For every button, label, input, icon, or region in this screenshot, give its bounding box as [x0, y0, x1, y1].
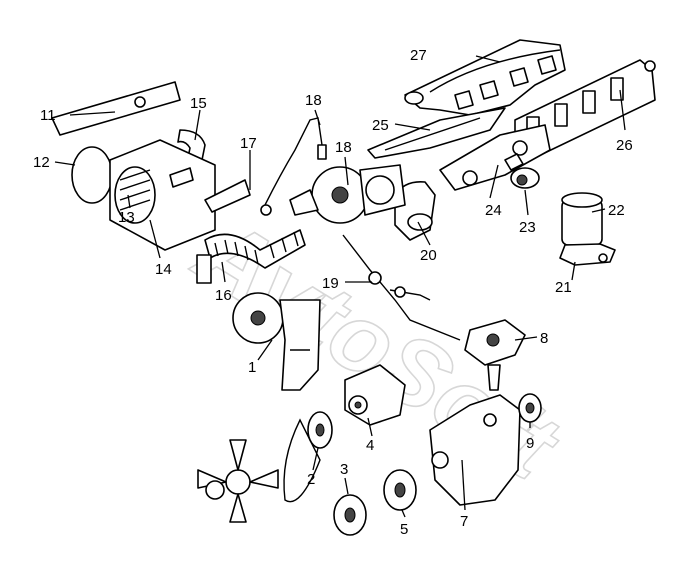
callout-7: 7 [460, 513, 468, 530]
turbocharger [289, 164, 406, 224]
egr-valve [504, 153, 540, 189]
leader-lines [54, 55, 626, 518]
callout-3: 3 [340, 461, 348, 478]
callout-25: 23 [519, 219, 536, 236]
double-pulley [383, 469, 417, 511]
fuel-line [342, 234, 461, 341]
callout-27: 26 [616, 137, 633, 154]
callout-2: 2 [307, 471, 315, 488]
callout-21: 21 [555, 279, 572, 296]
heat-shield [367, 107, 506, 159]
crank-pulley [307, 411, 333, 449]
callout-18: 18 [335, 139, 352, 156]
alternator [232, 292, 321, 391]
intake-flange [439, 124, 551, 191]
callout-labels: 27 26 25 24 23 22 21 20 18 18 17 15 11 1… [33, 47, 633, 538]
callout-12: 13 [118, 209, 135, 226]
callout-24: 24 [485, 202, 502, 219]
water-pump [344, 364, 406, 426]
callout-4: 4 [366, 437, 374, 454]
callout-1: 1 [248, 359, 256, 376]
corrugated-hose [196, 229, 306, 284]
filter-canister [559, 192, 616, 266]
callout-5: 5 [400, 521, 408, 538]
callout-16: 17 [240, 135, 257, 152]
intake-pipe-clamp [204, 179, 251, 213]
callout-22: 25 [372, 117, 389, 134]
callout-10: 11 [40, 107, 56, 124]
exhaust-manifold [404, 39, 566, 116]
air-filter-housing [71, 139, 216, 251]
callout-9: 9 [526, 435, 534, 452]
callout-26: 22 [608, 202, 625, 219]
cooling-fan [197, 439, 279, 523]
small-pulley [518, 393, 542, 423]
callout-19: 19 [322, 275, 339, 292]
fuel-pump [464, 319, 526, 391]
callout-20: 20 [420, 247, 437, 264]
coolant-elbow [394, 180, 436, 241]
callout-15: 16 [215, 287, 232, 304]
oil-feed-pipe [260, 117, 327, 216]
callout-14: 15 [190, 95, 207, 112]
callout-23: 27 [410, 47, 427, 64]
idler-pulley [333, 494, 367, 536]
callout-8: 8 [540, 330, 548, 347]
timing-cover [429, 394, 521, 506]
mounting-bracket [51, 81, 181, 136]
callout-11: 12 [33, 154, 50, 171]
drive-belt [283, 418, 321, 503]
callout-17: 18 [305, 92, 322, 109]
callout-13: 14 [155, 261, 172, 278]
